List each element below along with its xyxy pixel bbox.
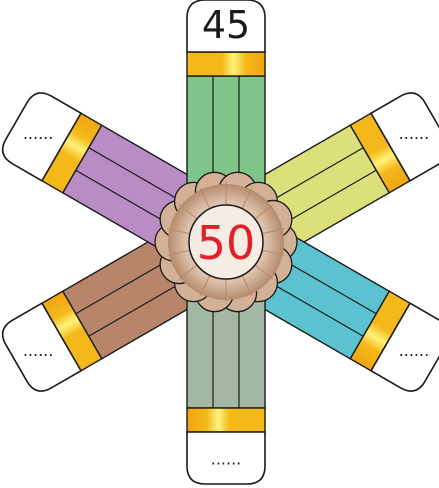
pencil-down: ...... xyxy=(187,282,265,484)
pencil-label: ...... xyxy=(23,124,54,143)
center-flower: 50 xyxy=(155,172,297,311)
pencil-label: 45 xyxy=(202,3,250,47)
pencil-band xyxy=(187,52,265,76)
pencil-label: ...... xyxy=(211,450,242,469)
pencil-label: ...... xyxy=(23,341,54,360)
pencil-label: ...... xyxy=(399,124,430,143)
pencil-band xyxy=(187,408,265,432)
center-number: 50 xyxy=(197,216,256,270)
pencil-label: ...... xyxy=(399,341,430,360)
pencil-up: 45 xyxy=(187,0,265,202)
